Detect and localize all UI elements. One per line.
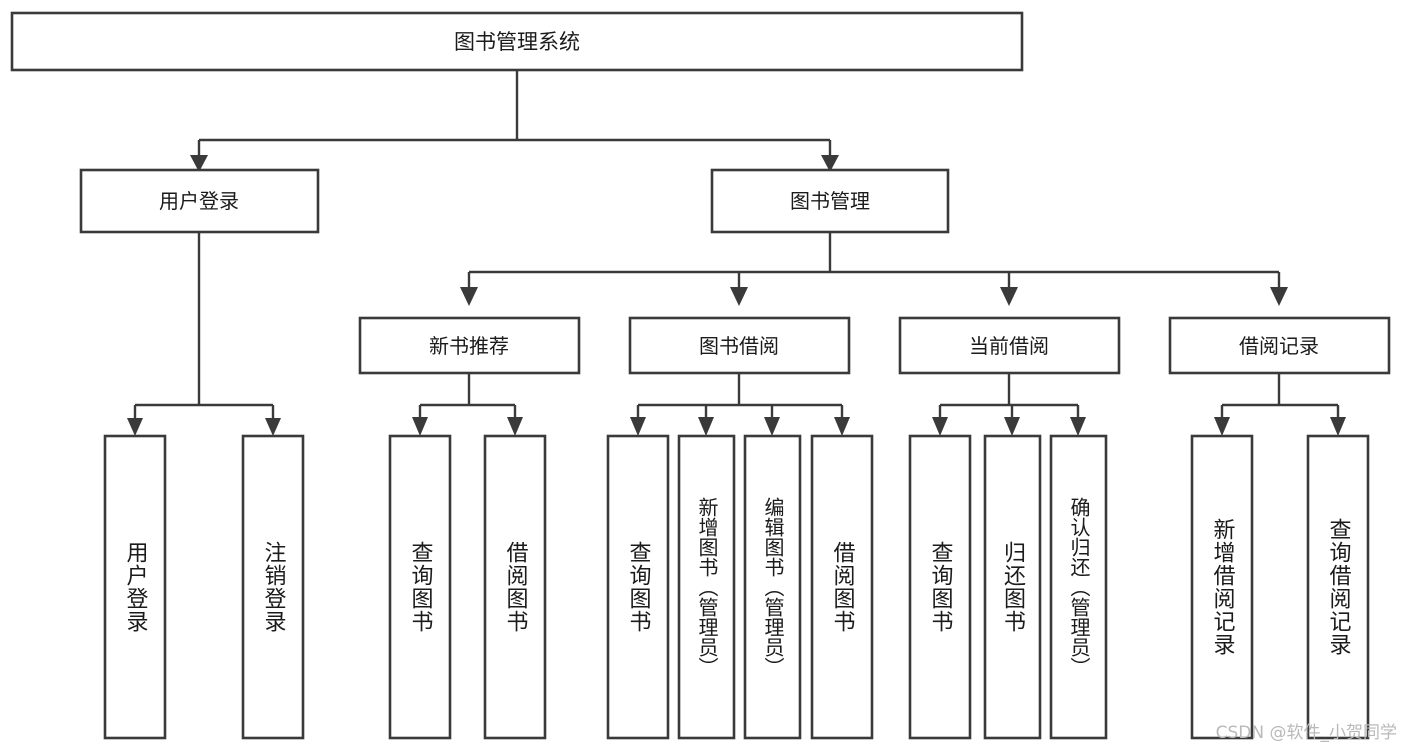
leaf-box-query-book-1[interactable] (388, 434, 452, 740)
leaf-box-add-book-admin[interactable] (677, 434, 736, 740)
connector-current-to-leaves (932, 373, 1086, 436)
node-new-book-recommend-label: 新书推荐 (429, 334, 509, 358)
node-new-book-recommend[interactable]: 新书推荐 (358, 316, 581, 375)
node-new-book-recommend-box[interactable] (358, 316, 581, 375)
node-borrow-records-box[interactable] (1168, 316, 1391, 375)
leaf-box-add-record[interactable] (1190, 434, 1254, 740)
node-borrow-records-label: 借阅记录 (1239, 334, 1319, 358)
node-current-borrow-box[interactable] (898, 316, 1121, 375)
node-book-borrow-label: 图书借阅 (699, 334, 779, 358)
node-book-management-label: 图书管理 (790, 189, 870, 213)
arrow-head-icon (932, 417, 948, 436)
arrow-head-icon (1330, 417, 1346, 436)
node-book-borrow[interactable]: 图书借阅 (628, 316, 851, 375)
node-root[interactable]: 图书管理系统 (10, 11, 1024, 72)
connector-bookmgmt-to-level2 (460, 232, 1288, 306)
arrow-head-icon (1070, 417, 1086, 436)
node-book-management[interactable]: 图书管理 (710, 168, 950, 234)
arrow-head-icon (1000, 287, 1018, 306)
arrow-head-icon (127, 418, 143, 436)
connector-newbooks-to-leaves (412, 373, 523, 436)
connector-borrow-to-leaves (630, 373, 850, 436)
arrow-head-icon (507, 417, 523, 436)
connector-records-to-leaves (1214, 373, 1346, 436)
arrow-head-icon (412, 417, 428, 436)
arrow-head-icon (1270, 287, 1288, 306)
leaf-box-logout[interactable] (241, 434, 305, 740)
connector-root-to-level1 (190, 70, 839, 172)
arrow-head-icon (190, 155, 208, 172)
leaf-box-query-book-3[interactable] (908, 434, 972, 740)
node-book-borrow-box[interactable] (628, 316, 851, 375)
arrow-head-icon (460, 287, 478, 306)
node-current-borrow[interactable]: 当前借阅 (898, 316, 1121, 375)
connector-userlogin-to-leaves (127, 232, 281, 436)
arrow-head-icon (730, 287, 748, 306)
arrow-head-icon (834, 417, 850, 436)
leaf-box-confirm-return[interactable] (1049, 434, 1108, 740)
node-user-login-label: 用户登录 (159, 189, 239, 213)
node-user-login-box[interactable] (79, 168, 320, 234)
node-root-label: 图书管理系统 (454, 30, 580, 54)
leaf-box-return-book[interactable] (983, 434, 1042, 740)
node-borrow-records[interactable]: 借阅记录 (1168, 316, 1391, 375)
node-book-management-box[interactable] (710, 168, 950, 234)
arrow-head-icon (265, 418, 281, 436)
arrow-head-icon (1214, 417, 1230, 436)
leaf-box-borrow-book-1[interactable] (483, 434, 547, 740)
arrow-head-icon (764, 417, 780, 436)
leaf-box-query-book-2[interactable] (606, 434, 670, 740)
node-root-box[interactable] (10, 11, 1024, 72)
leaf-box-query-record[interactable] (1306, 434, 1370, 740)
arrow-head-icon (630, 417, 646, 436)
leaf-box-user-login[interactable] (103, 434, 167, 740)
node-user-login[interactable]: 用户登录 (79, 168, 320, 234)
arrow-head-icon (1004, 417, 1020, 436)
node-current-borrow-label: 当前借阅 (969, 334, 1049, 358)
arrow-head-icon (698, 417, 714, 436)
arrow-head-icon (821, 155, 839, 172)
leaf-box-edit-book-admin[interactable] (743, 434, 802, 740)
leaf-box-borrow-book-2[interactable] (810, 434, 874, 740)
